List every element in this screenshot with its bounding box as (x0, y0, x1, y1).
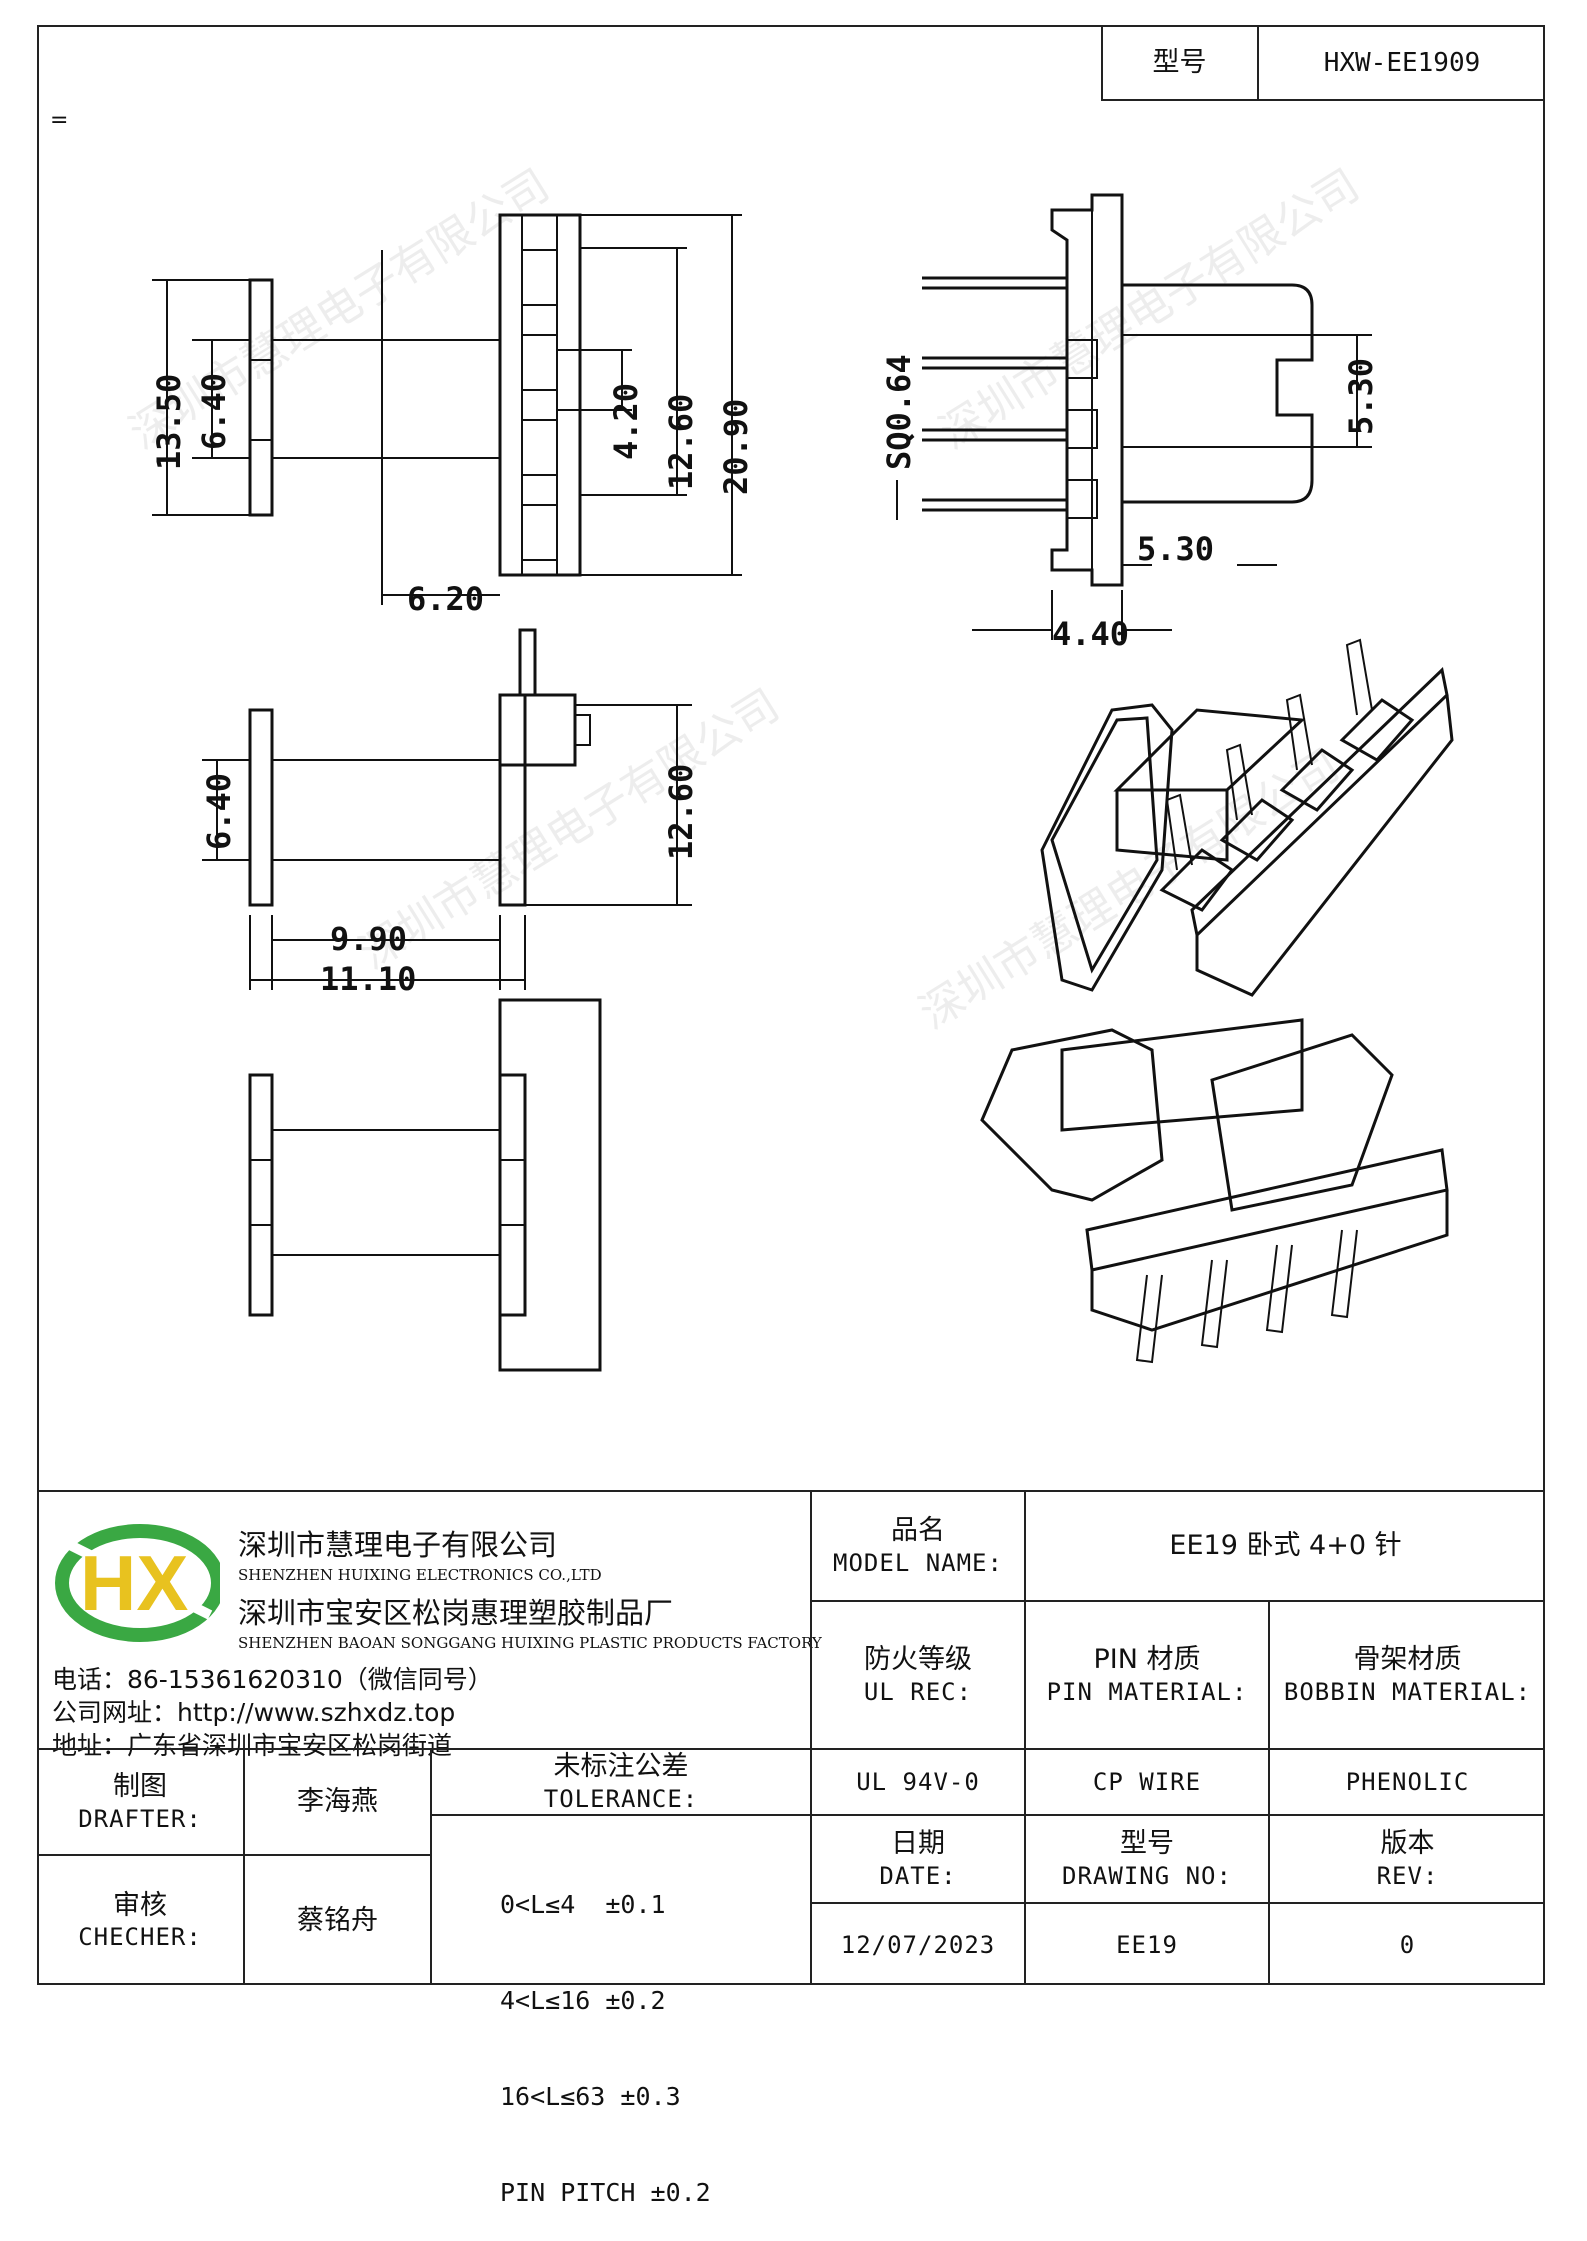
pin-value: CP WIRE (1092, 1768, 1202, 1796)
company-website: 公司网址：http://www.szhxdz.top (52, 1698, 456, 1727)
divider (243, 1748, 245, 1985)
tolerance-label-en: TOLERANCE: (543, 1784, 699, 1813)
dim-12-60-top: 12.60 (662, 394, 700, 490)
dim-6-20: 6.20 (407, 580, 484, 618)
model-name-label-zh: 品名 (891, 1515, 945, 1547)
dim-5-30-bottom: 5.30 (1137, 530, 1214, 568)
isometric-view-top (1040, 638, 1454, 997)
divider (1024, 1490, 1026, 1985)
company-name-zh: 深圳市慧理电子有限公司 (238, 1528, 558, 1562)
checker-name: 蔡铭舟 (297, 1904, 378, 1936)
header-divider (1257, 25, 1259, 101)
header-model-value: HXW-EE1909 (1323, 47, 1481, 78)
bobbin-material-label-en: BOBBIN MATERIAL: (1283, 1677, 1532, 1706)
dim-12-60-mid: 12.60 (662, 764, 700, 860)
header-model-label: 型号 (1152, 47, 1207, 79)
ul-value: UL 94V-0 (856, 1768, 980, 1796)
tolerance-line: 16<L≤63 ±0.3 (500, 2082, 681, 2111)
dim-6-40-top: 6.40 (195, 373, 233, 450)
rev-label-en: REV: (1376, 1861, 1439, 1890)
ul-rec-label: 防火等级 UL REC: (812, 1602, 1024, 1748)
pin-material-label: PIN 材质 PIN MATERIAL: (1026, 1602, 1268, 1748)
date-label-en: DATE: (879, 1861, 957, 1890)
factory-name-zh: 深圳市宝安区松岗惠理塑胶制品厂 (238, 1596, 674, 1630)
row-line (37, 1748, 1545, 1750)
divider (1268, 1600, 1270, 1825)
row-line (432, 1814, 1545, 1816)
drawing-no-label: 型号 DRAWING NO: (1026, 1816, 1268, 1902)
tolerance-label-zh: 未标注公差 (553, 1751, 689, 1783)
drawing-no-label-zh: 型号 (1120, 1828, 1174, 1860)
checker-label-zh: 审核 (113, 1889, 167, 1921)
ul-rec-label-zh: 防火等级 (864, 1644, 972, 1676)
watermark: 深圳市慧理电子有限公司 (351, 680, 788, 980)
company-logo: HX (55, 1524, 220, 1642)
drafter-label: 制图 DRAFTER: (37, 1750, 243, 1854)
rev-label-zh: 版本 (1380, 1828, 1435, 1860)
company-phone: 电话：86-15361620310（微信同号） (52, 1665, 493, 1694)
note-mark: = (50, 108, 69, 133)
tolerance-label: 未标注公差 TOLERANCE: (432, 1750, 810, 1814)
bobbin-material-label-zh: 骨架材质 (1353, 1644, 1462, 1676)
row-line (812, 1902, 1545, 1904)
drafter-name: 李海燕 (297, 1786, 378, 1818)
tolerance-list: 0<L≤4 ±0.1 4<L≤16 ±0.2 16<L≤63 ±0.3 PIN … (500, 1825, 711, 2241)
dim-4-20: 4.20 (607, 383, 645, 460)
header-model-box (1101, 25, 1545, 101)
dim-5-30-right: 5.30 (1342, 358, 1380, 435)
dim-9-90: 9.90 (330, 920, 407, 958)
rev-value: 0 (1399, 1930, 1416, 1959)
pin-material-label-en: PIN MATERIAL: (1046, 1677, 1248, 1706)
company-name-en: SHENZHEN HUIXING ELECTRONICS CO.,LTD (238, 1566, 602, 1584)
date-value: 12/07/2023 (840, 1930, 996, 1959)
divider (810, 1490, 812, 1985)
isometric-view-bottom (980, 1018, 1449, 1364)
factory-name-en: SHENZHEN BAOAN SONGGANG HUIXING PLASTIC … (238, 1634, 822, 1652)
model-name-label: 品名 MODEL NAME: (812, 1492, 1024, 1600)
divider (1268, 1814, 1270, 1985)
drawing-no-value: EE19 (1116, 1930, 1178, 1959)
ul-rec-label-en: UL REC: (863, 1677, 973, 1706)
dim-13-50: 13.50 (150, 374, 188, 470)
drafter-label-zh: 制图 (113, 1771, 167, 1803)
model-name-label-en: MODEL NAME: (833, 1548, 1003, 1577)
bobbin-material-label: 骨架材质 BOBBIN MATERIAL: (1270, 1602, 1545, 1748)
divider (430, 1748, 432, 1985)
front-view: 13.50 6.40 4.20 12.60 20.90 6.20 (150, 213, 755, 618)
model-name-value: EE19 卧式 4+0 针 (1169, 1530, 1402, 1562)
dim-11-10: 11.10 (320, 960, 416, 998)
watermark: 深圳市慧理电子有限公司 (911, 740, 1348, 1040)
company-address: 地址：广东省深圳市宝安区松岗街道 (52, 1731, 453, 1760)
bottom-view (248, 998, 602, 1372)
checker-label-en: CHECHER: (78, 1923, 202, 1952)
checker-label: 审核 CHECHER: (37, 1856, 243, 1985)
top-view: 6.40 12.60 9.90 11.10 (200, 628, 700, 998)
pin-material-label-zh: PIN 材质 (1093, 1644, 1201, 1676)
row-line (37, 1854, 432, 1856)
tolerance-line: 0<L≤4 ±0.1 (500, 1890, 666, 1919)
date-label: 日期 DATE: (812, 1816, 1024, 1902)
drafter-label-en: DRAFTER: (78, 1804, 202, 1833)
dim-6-40-mid: 6.40 (200, 773, 238, 850)
dim-sq064: SQ0.64 (880, 354, 918, 470)
rev-label: 版本 REV: (1270, 1816, 1545, 1902)
tolerance-line: PIN PITCH ±0.2 (500, 2178, 711, 2207)
tolerance-line: 4<L≤16 ±0.2 (500, 1986, 666, 2015)
title-block-top-line (37, 1490, 1545, 1492)
date-label-zh: 日期 (891, 1828, 945, 1860)
drawing-frame (37, 25, 1545, 1985)
dim-4-40: 4.40 (1052, 615, 1129, 653)
technical-drawing: 深圳市慧理电子有限公司 深圳市慧理电子有限公司 深圳市慧理电子有限公司 深圳市慧… (121, 160, 1454, 1372)
side-view: 5.30 SQ0.64 5.30 4.40 (880, 193, 1380, 653)
drawing-no-label-en: DRAWING NO: (1062, 1861, 1232, 1890)
dim-20-90: 20.90 (717, 399, 755, 495)
row-line (812, 1600, 1545, 1602)
bobbin-value: PHENOLIC (1345, 1768, 1470, 1796)
svg-text:HX: HX (80, 1539, 188, 1627)
